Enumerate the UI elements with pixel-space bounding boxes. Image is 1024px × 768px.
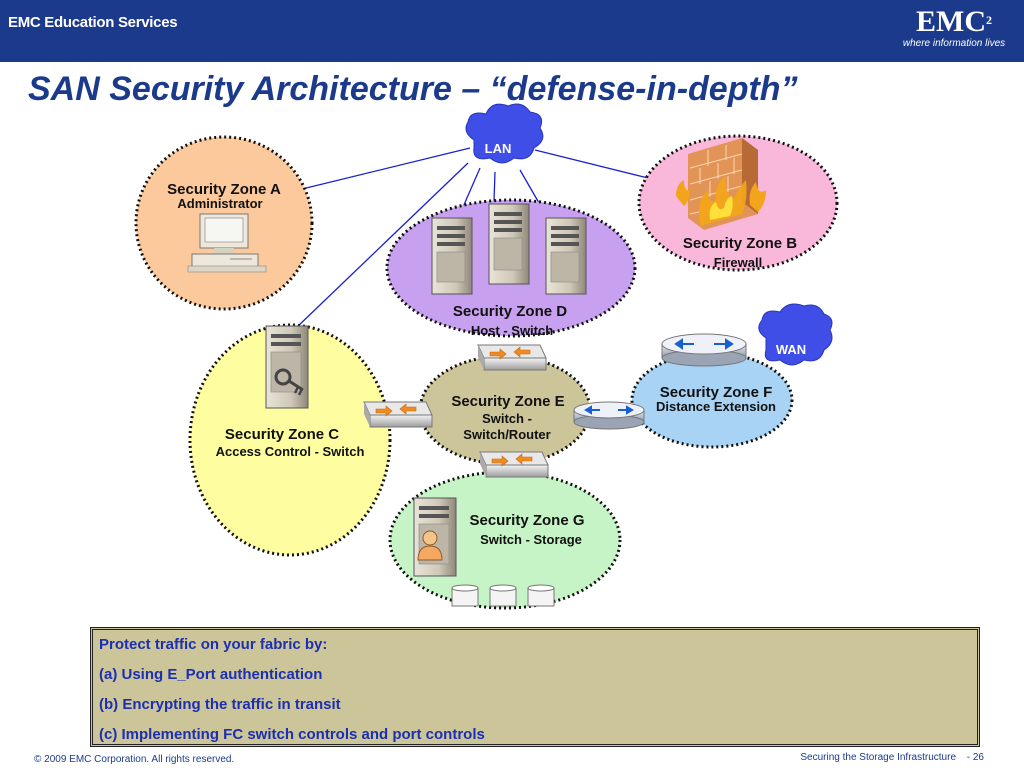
- switch-icon-left: [363, 401, 433, 428]
- key-icon: [274, 368, 304, 396]
- zone-c-ellipse: [188, 323, 392, 557]
- emc-logo: EMC2 where information lives: [898, 6, 1010, 56]
- course-name: Securing the Storage Infrastructure: [800, 752, 956, 763]
- zone-f-ellipse: [630, 351, 794, 449]
- zone-a-name: Security Zone A: [167, 181, 281, 198]
- infobox-heading: Protect traffic on your fabric by:: [99, 636, 328, 653]
- slide-title: SAN Security Architecture – “defense-in-…: [28, 70, 798, 108]
- copyright-text: © 2009 EMC Corporation. All rights reser…: [34, 754, 235, 765]
- computer-icon: [187, 213, 267, 273]
- disk-icon-2: [489, 584, 517, 607]
- zone-c-sub: Access Control - Switch: [216, 444, 365, 459]
- infobox-item-b: (b) Encrypting the traffic in transit: [99, 696, 341, 713]
- access-control-server-icon: [265, 325, 309, 409]
- infobox-item-a: (a) Using E_Port authentication: [99, 666, 323, 683]
- server-icon-1: [431, 217, 473, 295]
- zone-d-name: Security Zone D: [453, 303, 567, 320]
- zone-g-sub: Switch - Storage: [480, 532, 582, 547]
- zone-c-name: Security Zone C: [225, 426, 339, 443]
- switch-icon-bottom: [479, 451, 549, 478]
- protect-traffic-box: Protect traffic on your fabric by: (a) U…: [90, 627, 980, 747]
- zone-g-name: Security Zone G: [469, 512, 584, 529]
- connection-lines: [295, 147, 649, 329]
- zone-e-ellipse: [418, 354, 592, 466]
- emc-tagline: where information lives: [902, 38, 1006, 49]
- firewall-icon: [676, 138, 766, 230]
- emc-logo-text: EMC2: [916, 5, 992, 38]
- infobox-item-c: (c) Implementing FC switch controls and …: [99, 726, 485, 743]
- disk-icon-1: [451, 584, 479, 607]
- user-icon: [417, 530, 443, 561]
- wan-cloud-icon: WAN: [758, 303, 833, 366]
- router-icon-middle: [573, 401, 645, 430]
- switch-icon-top: [477, 344, 547, 371]
- disk-icon-3: [527, 584, 555, 607]
- lan-cloud-icon: LAN: [465, 103, 544, 164]
- router-icon-top: [661, 333, 747, 367]
- server-icon-2: [488, 203, 530, 285]
- header-bar: EMC Education Services EMC2 where inform…: [0, 0, 1024, 62]
- zone-b-sub: Firewall: [714, 255, 762, 270]
- zone-f-sub: Distance Extension: [656, 399, 776, 414]
- zone-d-sub: Host - Switch: [471, 323, 553, 338]
- page-number: - 26: [966, 752, 984, 763]
- zone-e-sub1: Switch -: [482, 411, 532, 426]
- zone-e-sub2: Switch/Router: [463, 427, 550, 442]
- emc-education-services-logo: EMC Education Services: [8, 14, 178, 31]
- zone-a-sub: Administrator: [177, 196, 262, 211]
- zone-b-name: Security Zone B: [683, 235, 797, 252]
- wan-label: WAN: [776, 342, 806, 357]
- zone-e-name: Security Zone E: [451, 393, 564, 410]
- zone-f-name: Security Zone F: [660, 384, 773, 401]
- server-icon-3: [545, 217, 587, 295]
- lan-label: LAN: [485, 141, 512, 156]
- storage-server-icon: [413, 497, 457, 577]
- san-security-diagram: LAN WAN: [134, 103, 839, 610]
